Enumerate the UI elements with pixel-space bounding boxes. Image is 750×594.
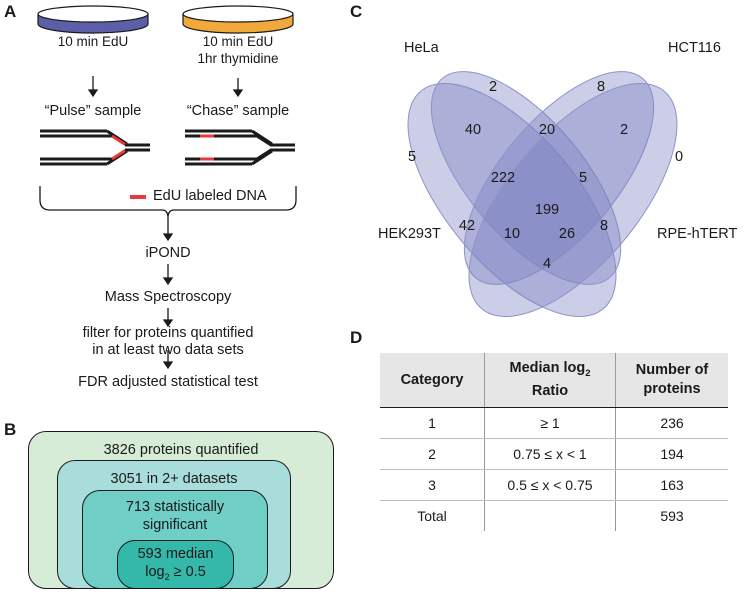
step-filter-1: filter for proteins quantified	[82, 325, 254, 341]
venn-count-hek-hela-hct: 222	[491, 170, 515, 186]
panel-letter-a: A	[4, 2, 17, 21]
cell-category: 3	[380, 469, 485, 501]
table-row: 1 ≥ 1 236	[380, 407, 728, 439]
step-filter-2: in at least two data sets	[92, 342, 244, 358]
cell-ratio: 0.75 ≤ x < 1	[484, 438, 616, 470]
chase-dish-label-2: 1hr thymidine	[197, 51, 279, 66]
panel-letter-c: C	[350, 2, 363, 21]
box-median: 593 median log2 ≥ 0.5	[117, 540, 234, 589]
pulse-fork-icon	[40, 129, 150, 166]
table-row: 3 0.5 ≤ x < 0.75 163	[380, 469, 728, 501]
cell-number: 593	[615, 500, 728, 531]
pulse-sample-label: “Pulse” sample	[44, 103, 142, 119]
edu-legend-label: EdU labeled DNA	[153, 188, 267, 204]
chase-dish-label-1: 10 min EdU	[202, 34, 274, 49]
box-median-label-1: 593 median	[137, 546, 214, 562]
venn-count-hek-hela-rpe: 10	[504, 226, 520, 242]
venn-label-rpe: RPE-hTERT	[657, 226, 737, 242]
box-median-label-2: log2 ≥ 0.5	[145, 564, 206, 582]
chase-sample-label: “Chase” sample	[186, 103, 290, 119]
cell-ratio: 0.5 ≤ x < 0.75	[484, 469, 616, 501]
venn-count-hek-only: 5	[408, 149, 416, 165]
cell-ratio	[484, 500, 616, 531]
box-significant-label-2: significant	[142, 517, 208, 533]
cell-number: 236	[615, 407, 728, 439]
venn-count-hela-hct: 20	[539, 122, 555, 138]
box-quantified-label: 3826 proteins quantified	[103, 442, 259, 458]
venn-ellipse-hela	[430, 71, 622, 285]
table-row: Total 593	[380, 500, 728, 531]
venn-count-hct-only: 8	[597, 79, 605, 95]
venn-ellipse-hek293t	[407, 82, 617, 318]
venn-count-hela-only: 2	[489, 79, 497, 95]
step-mass-spec: Mass Spectroscopy	[104, 289, 232, 305]
panel-letter-b: B	[4, 420, 17, 439]
venn-count-hct-rpe: 2	[620, 122, 628, 138]
step-fdr: FDR adjusted statistical test	[78, 374, 258, 390]
chase-dish-icon	[182, 5, 294, 34]
venn-count-all: 199	[535, 202, 559, 218]
venn-count-hek-rpe: 42	[459, 218, 475, 234]
venn-label-hek293t: HEK293T	[378, 226, 441, 242]
cell-category: 2	[380, 438, 485, 470]
venn-label-hela: HeLa	[404, 40, 440, 56]
venn-count-hela-hct-rpe: 5	[579, 170, 587, 186]
cell-category: Total	[417, 508, 447, 524]
cell-number: 194	[615, 438, 728, 470]
panel-letter-d: D	[350, 328, 363, 347]
table-row: 2 0.75 ≤ x < 1 194	[380, 438, 728, 470]
pulse-dish-icon	[37, 5, 149, 34]
box-datasets-label: 3051 in 2+ datasets	[110, 471, 238, 487]
venn-count-rpe-only: 0	[675, 149, 683, 165]
chase-fork-icon	[185, 129, 295, 166]
header-category: Category	[380, 353, 485, 408]
cell-number: 163	[615, 469, 728, 501]
step-ipond: iPOND	[145, 245, 191, 261]
venn-count-hek-hela: 40	[465, 122, 481, 138]
venn-count-hek-hct: 8	[600, 218, 608, 234]
venn-ellipse-rpe	[468, 82, 678, 318]
cell-ratio: ≥ 1	[484, 407, 616, 439]
venn-label-hct116: HCT116	[668, 40, 721, 56]
venn-ellipse-hct116	[463, 71, 655, 285]
venn-count-hek-hct-rpe: 26	[559, 226, 575, 242]
pulse-dish-label: 10 min EdU	[57, 34, 129, 49]
venn-count-hela-rpe: 4	[543, 256, 551, 272]
cell-category: 1	[380, 407, 485, 439]
box-significant-label-1: 713 statistically	[125, 499, 225, 515]
